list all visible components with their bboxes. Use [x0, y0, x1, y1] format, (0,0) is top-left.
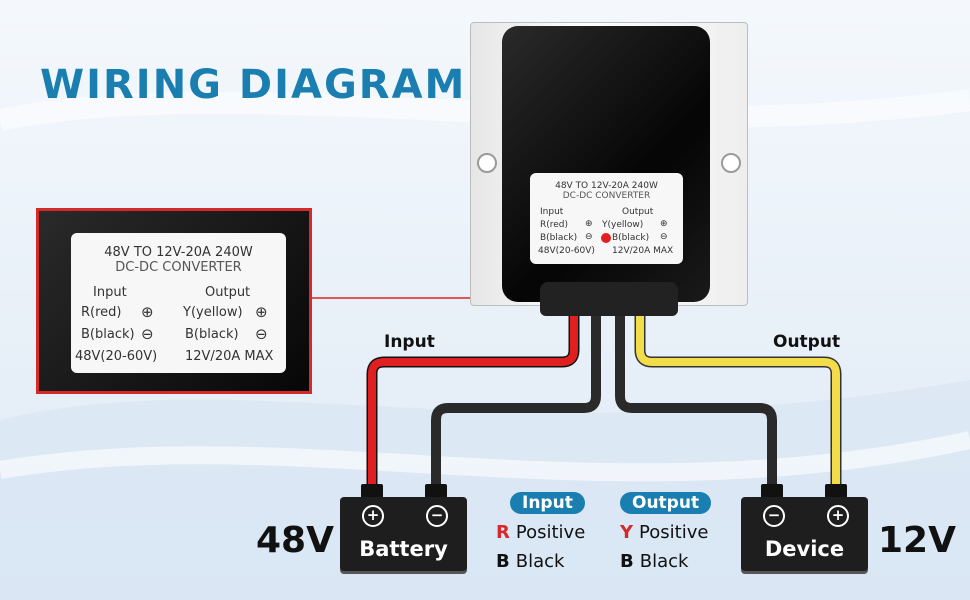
label-in-black: B(black): [540, 233, 578, 243]
plus-icon: +: [827, 505, 849, 527]
label-model: 48V TO 12V-20A 240W: [555, 181, 658, 191]
minus-icon: −: [763, 505, 785, 527]
plus-icon: ⊕: [585, 219, 593, 229]
plus-icon: ⊕: [141, 303, 154, 321]
mount-hole-left: [477, 153, 497, 173]
label-in-red: R(red): [540, 220, 569, 230]
label-in-red: R(red): [81, 305, 122, 320]
label-input-header: Input: [540, 207, 564, 217]
legend-y-text: Positive: [639, 522, 709, 543]
device-positive-post: [825, 484, 847, 498]
label-out-max: 12V/20A MAX: [185, 349, 274, 364]
output-wire-label: Output: [773, 332, 841, 352]
plus-icon: ⊕: [255, 303, 268, 321]
plus-icon: ⊕: [660, 219, 668, 229]
minus-icon: ⊖: [141, 325, 154, 343]
label-out-yellow: Y(yellow): [602, 220, 644, 230]
legend-r-text: Positive: [515, 522, 586, 543]
converter-label: 48V TO 12V-20A 240W DC-DC CONVERTER Inpu…: [530, 173, 683, 264]
page-title: WIRING DIAGRAM: [40, 62, 467, 108]
label-in-range: 48V(20-60V): [538, 246, 595, 256]
legend-y-key: Y: [620, 522, 634, 543]
minus-icon: −: [426, 505, 448, 527]
battery-voltage: 48V: [256, 520, 334, 561]
output-legend-pill: Output: [620, 492, 712, 514]
legend-b-key: B: [496, 551, 510, 572]
minus-icon: ⊖: [255, 325, 268, 343]
device-label: Device: [764, 537, 845, 561]
input-wire-label: Input: [384, 332, 435, 352]
cable-grommet: [540, 282, 678, 316]
device-voltage: 12V: [878, 520, 956, 561]
battery: + − Battery: [340, 497, 467, 571]
label-out-black: B(black): [612, 233, 650, 243]
device-negative-post: [761, 484, 783, 498]
black-output-wire: [615, 312, 777, 486]
label-model: 48V TO 12V-20A 240W: [104, 245, 253, 260]
label-zoom-inset: 48V TO 12V-20A 240W DC-DC CONVERTER Inpu…: [36, 208, 312, 394]
label-out-max: 12V/20A MAX: [612, 246, 674, 256]
label-output-header: Output: [205, 285, 251, 300]
label-type: DC-DC CONVERTER: [562, 191, 651, 201]
battery-negative-post: [425, 484, 447, 498]
label-in-range: 48V(20-60V): [75, 349, 158, 364]
label-in-black: B(black): [81, 327, 135, 342]
legend-b-text: Black: [639, 551, 689, 572]
zoomed-converter-label: 48V TO 12V-20A 240W DC-DC CONVERTER Inpu…: [71, 233, 286, 373]
label-output-header: Output: [622, 207, 654, 217]
label-type: DC-DC CONVERTER: [115, 260, 242, 275]
device: − + Device: [741, 497, 868, 571]
legend-b-text: Black: [515, 551, 565, 572]
label-out-yellow: Y(yellow): [183, 305, 243, 320]
input-legend-pill: Input: [510, 492, 585, 514]
legend-r-key: R: [496, 522, 510, 543]
zoom-target-dot: [601, 233, 611, 243]
mount-hole-right: [721, 153, 741, 173]
battery-label: Battery: [359, 537, 448, 561]
label-out-black: B(black): [185, 327, 239, 342]
minus-icon: ⊖: [660, 232, 668, 242]
legend-b-key: B: [620, 551, 634, 572]
black-input-wire: [431, 312, 601, 486]
minus-icon: ⊖: [585, 232, 593, 242]
battery-positive-post: [361, 484, 383, 498]
plus-icon: +: [362, 505, 384, 527]
label-input-header: Input: [93, 285, 127, 300]
